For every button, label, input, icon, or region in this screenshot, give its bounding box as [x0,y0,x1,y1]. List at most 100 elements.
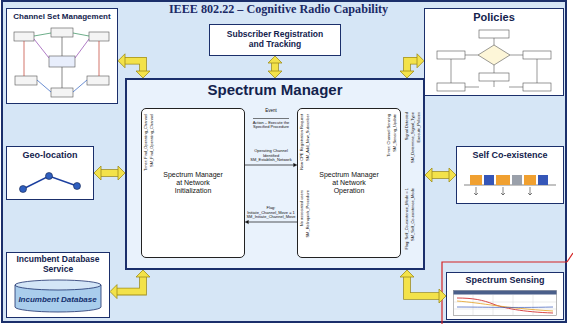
arrow-outline [407,277,439,296]
arrow-head [136,270,150,277]
node-heading: Subscriber Registration and Tracking [221,30,329,50]
frame-block [496,175,510,185]
cylinder-top [15,280,101,290]
callout-line [442,262,567,324]
arrow-head [110,285,117,299]
arrow-shaft [432,172,449,178]
mini-box [49,56,75,67]
arrow-shaft [249,222,298,223]
flowchart-illustration [11,26,112,100]
signal-label: Signal Detected [405,112,409,140]
signal-label: SM_Self_Co-existence_Mode [411,188,415,241]
fills [125,78,425,270]
callout-line [567,253,573,262]
spectrum-manager-box: Spectrum ManagerSpectrum Manager at Netw… [125,78,425,270]
mini-box [523,83,551,91]
mini-box [87,76,109,85]
arrow-shaft [117,277,143,292]
function-box: Self Co-existence [456,146,564,204]
signal-label: SM_Relinquish_Procedure [306,190,310,238]
signal-label: SM_Sensing_Update [393,114,397,152]
chart-band [454,291,557,295]
yellow-arrow [425,168,456,182]
signal-label: Flag: Self_Co-existence_Mode = 1 [405,188,409,249]
arrow-outline [271,63,279,71]
mini-line [62,67,63,88]
edge-label: Flag: Initiate_Channel_Move = 1 SM_Initi… [246,206,296,220]
mini-box [437,51,465,59]
arrow-head [268,71,282,78]
arrow-head [417,54,424,68]
arrow-shaft [125,61,143,71]
mini-line [75,39,89,58]
signal-label: SM_Determine_Signal_Type [411,112,415,163]
state-box: Spectrum Manager at Network Initializati… [141,108,245,258]
frame-block [470,175,482,185]
key-label: Event [247,109,295,114]
graph-dot [74,183,81,190]
mini-box [14,32,34,41]
node-heading: Self Co-existence [460,150,560,160]
function-box: Incumbent Database Service Incumbent Dat… [6,252,110,318]
tick-arrow [474,187,532,195]
arrow-outline [125,61,143,71]
chart-grid [454,295,556,315]
mini-line [24,41,25,76]
arrow-head [245,220,249,224]
key-label: Action – Execute the Specified Procedure [246,121,296,130]
frame-block [538,175,548,185]
yellow-arrow [268,56,282,78]
mini-box [51,88,73,97]
arrow-outline [117,277,143,292]
mini-line [37,80,51,92]
node-heading: Policies [428,11,560,24]
database-cylinder: Incumbent Database [14,279,102,313]
arrow-outline [101,169,118,177]
chart-frame [454,291,557,316]
node-graph-illustration [15,167,87,197]
node-heading: Channel Set Management [10,12,114,21]
chart-curve [457,298,553,313]
chart-curve [457,301,553,311]
mini-box [479,73,509,81]
node-heading: Geo-location [10,150,90,160]
arrow-shaft [245,165,294,166]
mini-line [34,33,51,36]
yellow-arrow [94,166,125,180]
arrow-head [400,270,414,277]
mini-line [99,41,100,76]
yellow-arrow [110,270,150,299]
arrow-head [118,54,125,68]
signal-label: SM_Add_New_Subscriber [306,114,310,161]
state-box: Spectrum Manager at Network Operation [297,108,401,258]
arrow-outline [432,171,449,179]
key-line [253,118,289,119]
arrow-outline [407,61,417,71]
arrow-head [118,166,125,180]
yellow-arrow [400,54,424,78]
mini-line [34,39,49,58]
mini-line [451,38,537,87]
arrow-head [136,71,150,78]
transition-arrow [245,163,297,167]
node-heading: Spectrum Sensing [450,275,560,285]
arrow-head [268,56,282,63]
arrow-shaft [272,63,278,71]
signal-label: No associated users [300,190,304,226]
mini-line [62,37,63,56]
node-heading: Spectrum Manager [130,81,420,98]
arrow-shaft [407,277,439,296]
timeline-illustration [462,167,558,199]
spectrum-chart-illustration [453,290,557,316]
signal-label: Timer: Channel Sensing [387,114,391,157]
signal-label: Execute_Policies [417,112,421,142]
graph-dot [46,173,53,180]
mini-box [479,30,509,38]
arrow-head [449,168,456,182]
arrow-shaft [101,170,118,176]
frame-block [524,175,536,185]
arrow-shaft [407,61,417,71]
mini-box [437,83,465,91]
frame [2,1,566,322]
